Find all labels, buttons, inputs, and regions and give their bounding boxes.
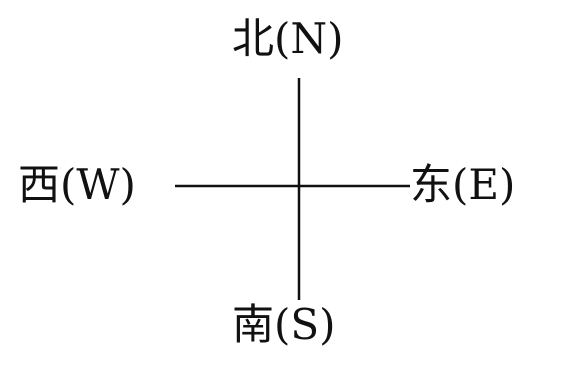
south-label: 南(S) [232, 300, 336, 349]
west-label: 西(W) [18, 160, 136, 209]
east-label: 东(E) [410, 160, 516, 209]
north-label: 北(N) [232, 14, 344, 63]
